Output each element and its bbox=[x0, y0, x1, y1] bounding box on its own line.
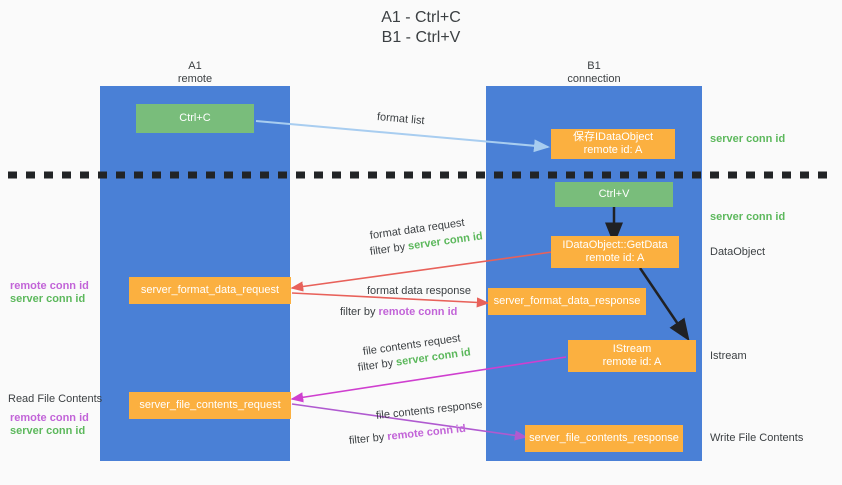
box-istream[interactable]: IStream remote id: A bbox=[568, 340, 696, 372]
lane-header-a1-subtitle: remote bbox=[177, 73, 213, 85]
box-server-file-contents-request[interactable]: server_file_contents_request bbox=[129, 392, 291, 419]
box-getdata-line1: IDataObject::GetData bbox=[562, 239, 668, 251]
title-line-2: B1 - Ctrl+V bbox=[381, 29, 461, 46]
box-server-file-contents-request-label: server_file_contents_request bbox=[139, 399, 281, 411]
box-ctrl-v[interactable]: Ctrl+V bbox=[555, 182, 673, 207]
right-label-server-conn-2: server conn id bbox=[710, 211, 786, 223]
edge-label-format-data-response-filter-prefix: filter by bbox=[340, 306, 379, 318]
lane-header-a1: A1 remote bbox=[100, 60, 290, 86]
box-save-dataobject[interactable]: 保存IDataObject remote id: A bbox=[551, 129, 675, 159]
left-label-remote-conn-2: remote conn id bbox=[10, 412, 89, 424]
left-label-read-file-contents: Read File Contents bbox=[8, 393, 103, 405]
lane-header-b1-title: B1 bbox=[587, 60, 601, 72]
edge-label-format-data-response-filter: filter by remote conn id bbox=[340, 305, 457, 319]
box-save-dataobject-line1: 保存IDataObject bbox=[572, 131, 654, 143]
box-istream-line1: IStream bbox=[612, 343, 652, 355]
edge-label-file-contents-response-filter-prefix: filter by bbox=[348, 431, 388, 447]
box-server-format-data-response[interactable]: server_format_data_response bbox=[488, 288, 646, 315]
box-getdata-line2: remote id: A bbox=[585, 252, 645, 264]
edge-label-format-data-response: format data response bbox=[367, 285, 471, 297]
lane-header-b1: B1 connection bbox=[486, 60, 702, 86]
edge-label-format-data-response-filter-value: remote conn id bbox=[378, 306, 458, 318]
left-label-server-conn-2: server conn id bbox=[10, 425, 86, 437]
page-title: A1 - Ctrl+C B1 - Ctrl+V bbox=[0, 8, 842, 48]
right-label-server-conn-1: server conn id bbox=[710, 133, 786, 145]
edge-label-file-contents-response-filter-value: remote conn id bbox=[386, 422, 467, 443]
lane-header-b1-subtitle: connection bbox=[567, 73, 621, 85]
box-server-file-contents-response[interactable]: server_file_contents_response bbox=[525, 425, 683, 452]
box-ctrl-c-label: Ctrl+C bbox=[179, 112, 211, 124]
right-label-dataobject: DataObject bbox=[710, 246, 766, 258]
box-server-format-data-request[interactable]: server_format_data_request bbox=[129, 277, 291, 304]
box-server-file-contents-response-label: server_file_contents_response bbox=[529, 432, 679, 444]
lane-header-a1-title: A1 bbox=[188, 60, 202, 72]
box-server-format-data-response-label: server_format_data_response bbox=[493, 295, 641, 307]
left-label-server-conn-1: server conn id bbox=[10, 293, 86, 305]
edge-label-format-data-request-filter-prefix: filter by bbox=[369, 240, 409, 258]
box-ctrl-v-label: Ctrl+V bbox=[598, 188, 630, 200]
box-server-format-data-request-label: server_format_data_request bbox=[140, 284, 280, 296]
box-ctrl-c[interactable]: Ctrl+C bbox=[136, 104, 254, 133]
box-getdata[interactable]: IDataObject::GetData remote id: A bbox=[551, 236, 679, 268]
edge-label-file-contents-request-filter-prefix: filter by bbox=[357, 356, 397, 374]
left-label-remote-conn-1: remote conn id bbox=[10, 280, 89, 292]
edge-label-file-contents-response: file contents response bbox=[375, 398, 484, 422]
box-istream-line2: remote id: A bbox=[602, 356, 662, 368]
right-label-istream: Istream bbox=[710, 350, 747, 362]
title-line-1: A1 - Ctrl+C bbox=[381, 9, 461, 26]
edge-label-file-contents-response-filter: filter by remote conn id bbox=[348, 422, 466, 448]
edge-label-format-list: format list bbox=[376, 111, 426, 128]
right-label-write-file-contents: Write File Contents bbox=[710, 432, 804, 444]
box-save-dataobject-line2: remote id: A bbox=[583, 144, 643, 156]
